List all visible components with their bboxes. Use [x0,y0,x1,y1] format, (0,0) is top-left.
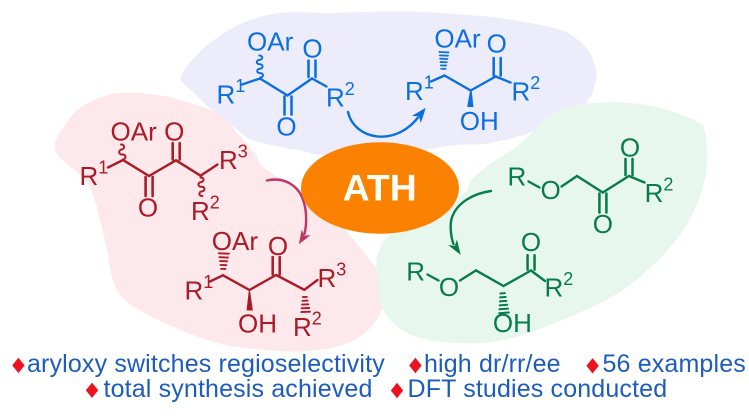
svg-text:total synthesis achieved: total synthesis achieved [104,375,373,403]
svg-text:56 examples: 56 examples [603,350,746,378]
svg-text:R: R [508,161,527,191]
svg-text:O: O [138,193,158,223]
svg-text:OH: OH [238,308,277,338]
svg-text:O: O [276,112,296,142]
svg-text:R: R [406,257,425,287]
svg-text:O: O [268,231,288,261]
svg-text:O: O [540,175,560,205]
svg-text:O: O [521,227,541,257]
svg-text:aryloxy switches regioselectiv: aryloxy switches regioselectivity [27,350,385,378]
svg-text:DFT studies conducted: DFT studies conducted [408,375,668,403]
svg-text:O: O [593,209,613,239]
svg-text:O: O [302,34,322,64]
svg-text:OAr: OAr [111,117,158,147]
svg-text:high dr/rr/ee: high dr/rr/ee [424,350,561,378]
svg-text:O: O [164,117,184,147]
svg-text:OAr: OAr [434,24,481,54]
svg-text:O: O [439,272,459,302]
svg-text:OH: OH [460,106,499,136]
svg-text:OAr: OAr [247,26,294,56]
svg-text:OAr: OAr [212,226,259,256]
svg-text:O: O [487,29,507,59]
svg-text:O: O [620,133,640,163]
svg-text:OH: OH [493,308,532,338]
svg-text:ATH: ATH [343,166,417,208]
